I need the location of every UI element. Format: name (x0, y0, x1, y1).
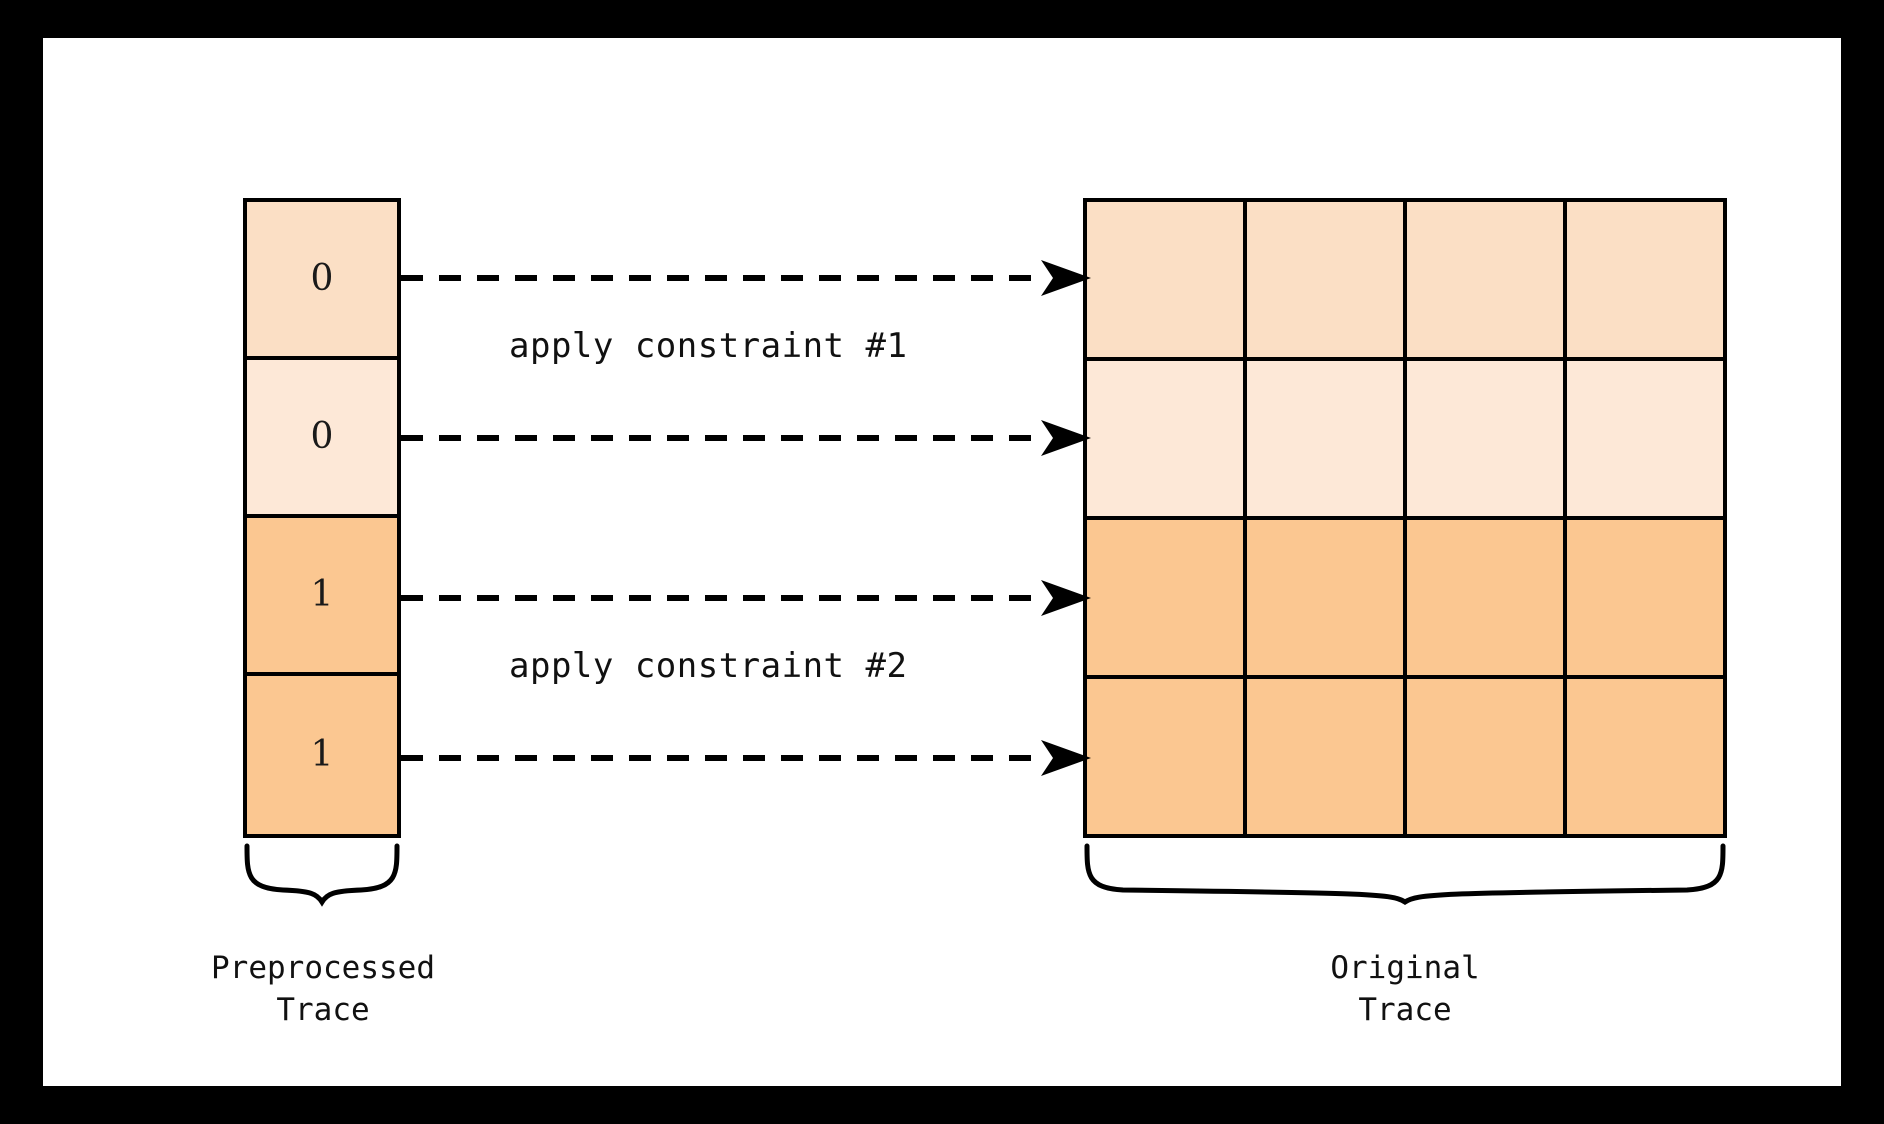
original-trace-cell (1247, 202, 1407, 357)
constraint-label-2: apply constraint #2 (509, 646, 908, 686)
original-trace-cell (1567, 361, 1723, 516)
original-brace-icon (1084, 843, 1726, 906)
original-trace-row (1087, 520, 1723, 679)
preprocessed-cell-0: 0 (247, 202, 397, 360)
original-trace-cell (1567, 679, 1723, 834)
preprocessed-cell-3: 1 (247, 676, 397, 834)
original-trace-cell (1407, 202, 1567, 357)
original-trace-cell (1087, 679, 1247, 834)
preprocessed-cell-1: 0 (247, 360, 397, 518)
original-trace-caption: Original Trace (1330, 950, 1480, 1028)
preprocessed-cell-value: 1 (310, 574, 334, 615)
original-trace-cell (1247, 679, 1407, 834)
preprocessed-trace-caption: Preprocessed Trace (211, 950, 435, 1028)
original-trace-grid (1083, 198, 1727, 838)
preprocessed-cell-value: 0 (310, 258, 334, 299)
preprocessed-cell-value: 0 (310, 416, 334, 457)
preprocessed-brace-icon (244, 843, 400, 907)
constraint-arrow-icon (401, 740, 1091, 776)
constraint-label-1: apply constraint #1 (509, 326, 908, 366)
original-trace-cell (1407, 520, 1567, 675)
original-trace-cell (1087, 361, 1247, 516)
original-trace-cell (1567, 202, 1723, 357)
original-trace-cell (1407, 361, 1567, 516)
original-trace-row (1087, 361, 1723, 520)
preprocessed-cell-value: 1 (310, 734, 334, 775)
original-trace-cell (1567, 520, 1723, 675)
original-trace-cell (1407, 679, 1567, 834)
original-trace-row (1087, 202, 1723, 361)
original-trace-cell (1087, 202, 1247, 357)
preprocessed-trace-column: 0 0 1 1 (243, 198, 401, 838)
constraint-arrow-icon (401, 580, 1091, 616)
original-trace-cell (1087, 520, 1247, 675)
constraint-arrow-icon (401, 420, 1091, 456)
constraint-arrow-icon (401, 260, 1091, 296)
preprocessed-cell-2: 1 (247, 518, 397, 676)
original-trace-cell (1247, 520, 1407, 675)
figure-canvas: 0 0 1 1 (43, 38, 1841, 1086)
original-trace-row (1087, 679, 1723, 834)
original-trace-cell (1247, 361, 1407, 516)
